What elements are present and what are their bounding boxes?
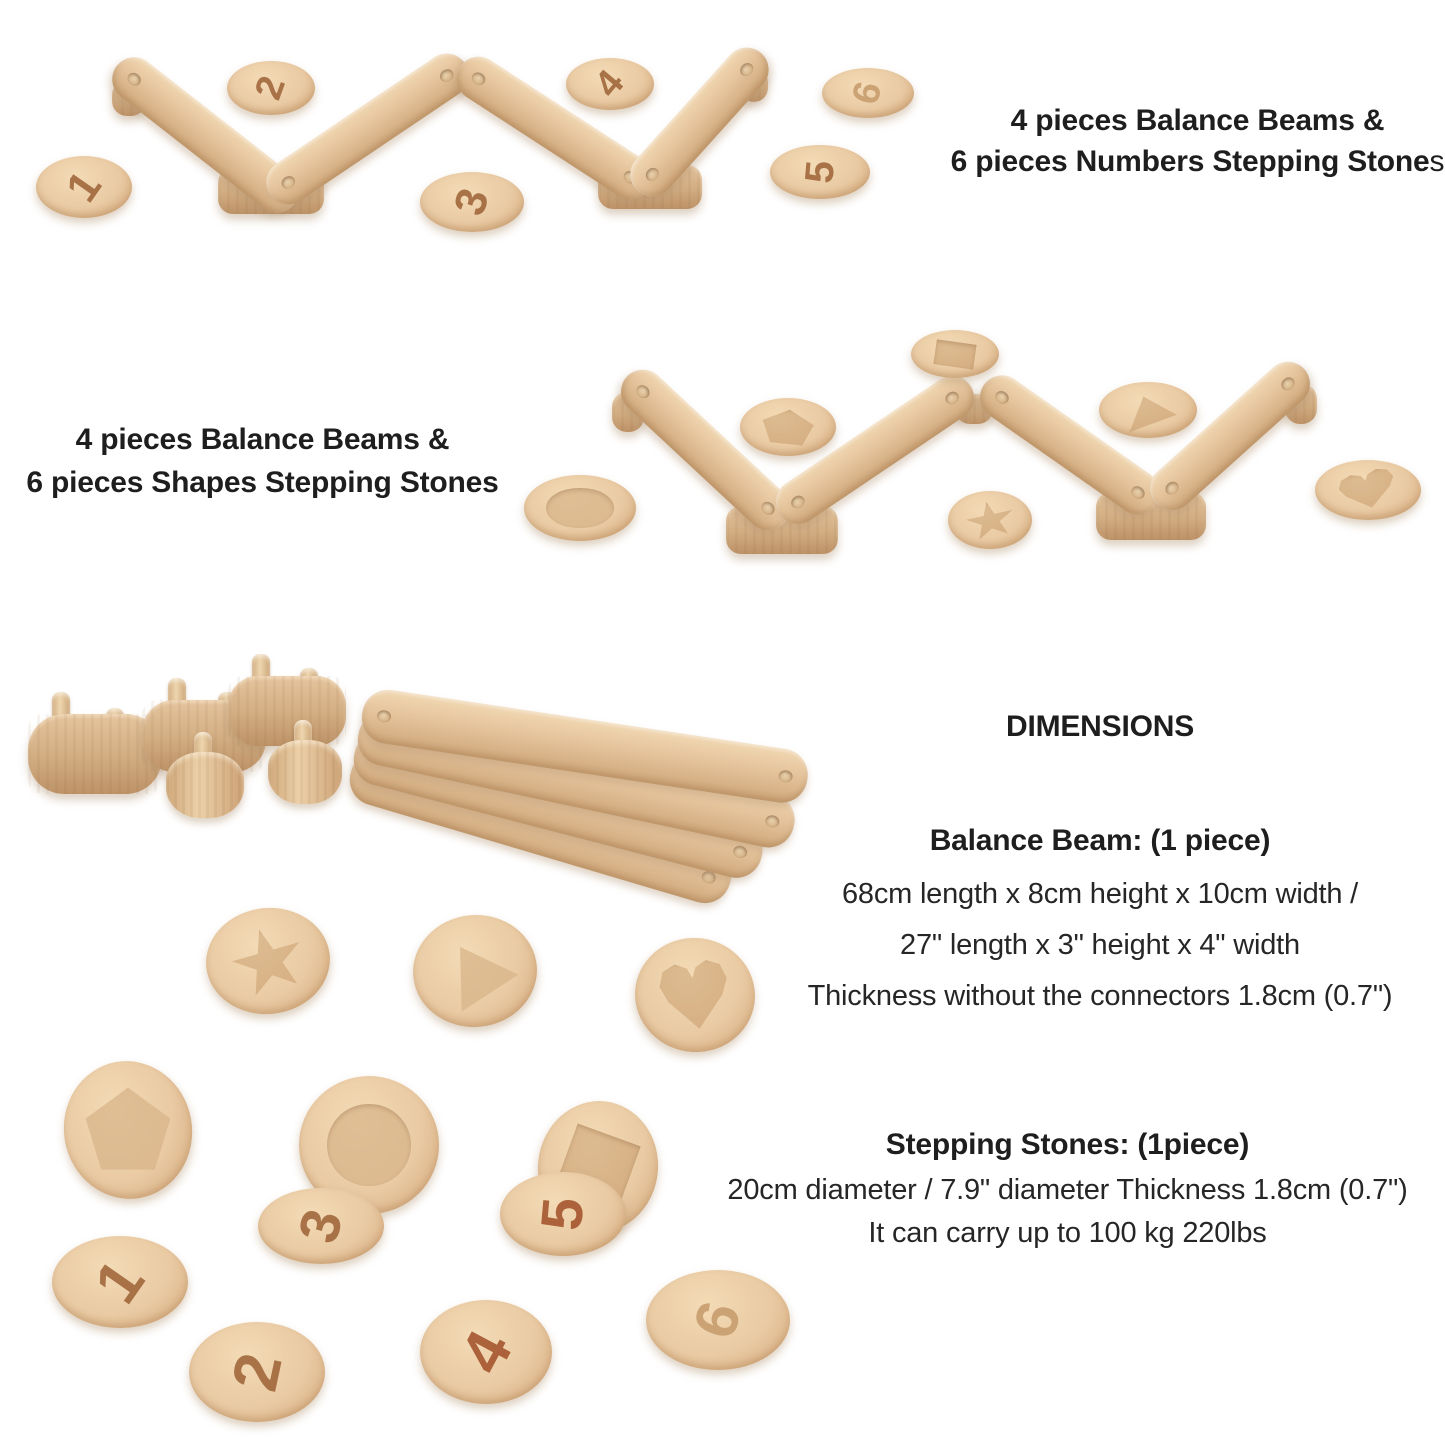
stone-dimensions-line2: It can carry up to 100 kg 220lbs xyxy=(868,1217,1267,1249)
beam-hole-icon xyxy=(469,69,488,88)
beam-hole-icon xyxy=(737,60,756,79)
stepping-stone-number: 5 xyxy=(770,145,870,199)
beam-hole-icon xyxy=(124,70,144,89)
stepping-stone-shape xyxy=(1099,382,1197,438)
stepping-stone-number: 2 xyxy=(189,1322,325,1422)
beam-hole-icon xyxy=(942,389,962,407)
beam-dimensions-heading: Balance Beam: (1 piece) xyxy=(929,824,1271,857)
shapes-set-heading-line2: 6 pieces Shapes Stepping Stones xyxy=(26,466,499,499)
stone-number-label: 5 xyxy=(797,158,843,186)
beam-hole-icon xyxy=(1278,374,1298,393)
stone-number-label: 5 xyxy=(528,1195,597,1233)
round-connector xyxy=(166,752,244,818)
beam-dimensions-line3: Thickness without the connectors 1.8cm (… xyxy=(807,980,1393,1012)
stone-number-label: 4 xyxy=(587,62,633,106)
dimensions-title: DIMENSIONS xyxy=(1005,710,1195,743)
round-connector xyxy=(268,740,342,804)
balance-beam xyxy=(1140,352,1320,520)
stepping-stone-number: 4 xyxy=(566,58,654,110)
beam-hole-icon xyxy=(992,388,1012,407)
beam-hole-icon xyxy=(633,382,653,401)
stepping-stone-number: 6 xyxy=(646,1270,790,1370)
circle-engraving xyxy=(546,487,614,529)
stone-dimensions: Stepping Stones: (1piece) 20cm diameter … xyxy=(690,1124,1445,1255)
beam-hole-icon xyxy=(788,493,808,511)
oval-connector xyxy=(228,676,346,746)
numbers-set-heading: 4 pieces Balance Beams & 6 pieces Number… xyxy=(950,100,1445,182)
stone-number-label: 3 xyxy=(444,182,499,222)
stone-number-label: 6 xyxy=(844,77,892,109)
beam-hole-icon xyxy=(376,709,392,724)
beam-dimensions-line1: 68cm length x 8cm height x 10cm width / xyxy=(841,878,1359,910)
stepping-stone-shape xyxy=(627,930,763,1060)
numbers-set-heading-line2: 6 pieces Numbers Stepping Stones xyxy=(950,145,1445,178)
beam-dimensions-line2: 27" length x 3" height x 4" width xyxy=(900,929,1300,961)
stone-number-label: 6 xyxy=(680,1293,755,1347)
triangle-engraving xyxy=(1115,384,1180,436)
stepping-stone-shape xyxy=(911,330,999,378)
stone-number-label: 1 xyxy=(56,162,111,211)
numbers-set-heading-line1: 4 pieces Balance Beams & xyxy=(1010,104,1385,137)
heart-engraving xyxy=(654,954,735,1036)
stone-number-label: 2 xyxy=(247,70,295,106)
circle-engraving xyxy=(327,1103,411,1187)
star-engraving xyxy=(223,918,313,1004)
pentagon-engraving xyxy=(82,1084,174,1175)
stepping-stone-number: 4 xyxy=(420,1300,552,1404)
beam-dimensions: Balance Beam: (1 piece) 68cm length x 8c… xyxy=(750,820,1445,1022)
stepping-stone-shape xyxy=(200,901,336,1021)
stepping-stone-shape xyxy=(52,1050,204,1210)
stepping-stone-number: 3 xyxy=(258,1188,384,1264)
pentagon-engraving xyxy=(758,405,817,449)
stone-number-label: 3 xyxy=(286,1202,355,1250)
stone-number-label: 4 xyxy=(445,1319,527,1385)
stepping-stone-shape xyxy=(408,909,542,1033)
stone-dimensions-heading: Stepping Stones: (1piece) xyxy=(885,1128,1250,1161)
stepping-stone-shape xyxy=(524,475,636,541)
beam-hole-icon xyxy=(437,66,456,85)
square-engraving xyxy=(933,338,977,370)
beam-hole-icon xyxy=(643,165,662,184)
heart-engraving xyxy=(1334,464,1401,517)
beam-hole-icon xyxy=(731,844,749,860)
shapes-set-heading: 4 pieces Balance Beams & 6 pieces Shapes… xyxy=(10,418,515,504)
shapes-set-heading-line1: 4 pieces Balance Beams & xyxy=(75,423,450,456)
stepping-stone-number: 6 xyxy=(822,68,914,118)
oval-connector xyxy=(28,714,162,794)
beam-hole-icon xyxy=(1128,483,1148,502)
beam-hole-icon xyxy=(279,173,298,192)
beam-hole-icon xyxy=(1162,479,1182,498)
stepping-stone-number: 5 xyxy=(500,1172,626,1256)
beam-hole-icon xyxy=(777,769,794,784)
stone-dimensions-line1: 20cm diameter / 7.9" diameter Thickness … xyxy=(727,1174,1408,1206)
stepping-stone-shape xyxy=(740,398,836,456)
stepping-stone-number: 2 xyxy=(227,61,315,115)
stone-number-label: 2 xyxy=(218,1347,296,1397)
stepping-stone-number: 1 xyxy=(36,156,132,218)
stepping-stone-number: 3 xyxy=(420,172,524,232)
triangle-engraving xyxy=(424,922,525,1020)
star-engraving xyxy=(961,496,1018,544)
stepping-stone-shape xyxy=(948,491,1032,549)
stone-number-label: 1 xyxy=(81,1247,158,1316)
stepping-stone-shape xyxy=(1315,460,1421,520)
stepping-stone-number: 1 xyxy=(52,1236,188,1328)
